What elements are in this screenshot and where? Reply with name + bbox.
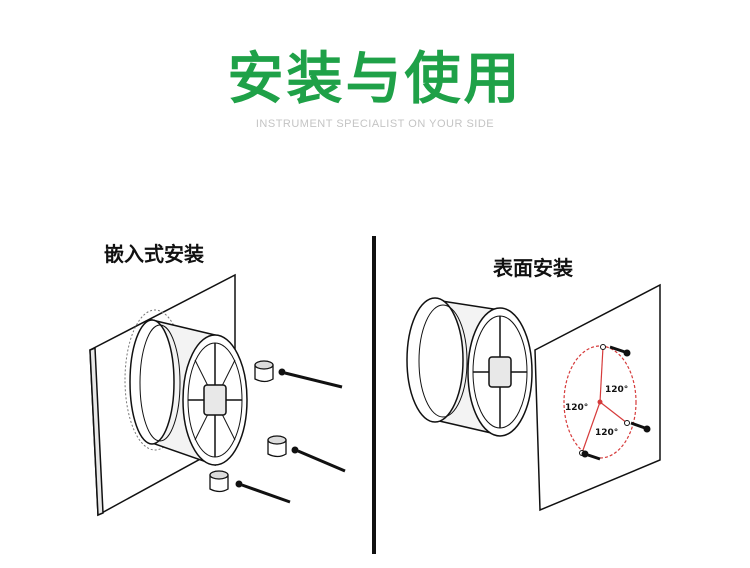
mounting-screw-1 [278, 368, 343, 389]
mounting-panel [534, 283, 661, 512]
surface-screw-1 [609, 345, 631, 357]
mounting-screw-3 [235, 480, 291, 504]
angle-label-3: 120° [595, 428, 618, 438]
mounting-clip-1 [254, 360, 274, 383]
mounting-screw-2 [291, 446, 346, 473]
flush-mount-illustration [89, 273, 346, 517]
flush-mount-label: 嵌入式安装 [104, 242, 204, 266]
panel-divider [372, 236, 376, 554]
angle-label-2: 120° [605, 385, 628, 395]
page-title: 安装与使用 [227, 47, 523, 112]
page-subtitle: INSTRUMENT SPECIALIST ON YOUR SIDE [255, 118, 495, 130]
mounting-clip-3 [209, 470, 229, 493]
mounting-clip-2 [267, 435, 287, 458]
surface-mount-label: 表面安装 [493, 256, 573, 280]
surface-screw-3 [581, 450, 601, 461]
surface-screw-2 [630, 421, 651, 433]
meter-back-face [467, 307, 533, 437]
meter-back-face [182, 334, 248, 466]
surface-mount-illustration: 120° 120° 120° [406, 283, 661, 512]
angle-label-1: 120° [565, 403, 588, 413]
